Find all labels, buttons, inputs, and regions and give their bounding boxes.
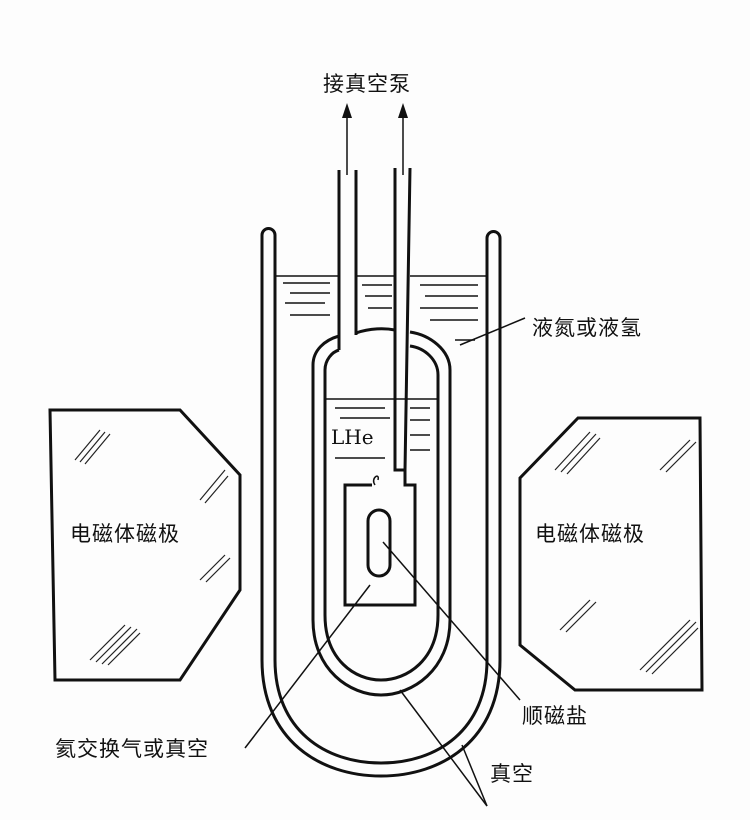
inner-vessel [311, 330, 452, 697]
salt-holder [343, 470, 417, 607]
lhe-dashes [335, 407, 430, 459]
paramagnetic-salt-label: 顺磁盐 [522, 704, 588, 728]
pump-label: 接真空泵 [323, 72, 411, 96]
magnet-right-label: 电磁体磁极 [535, 522, 645, 546]
paramagnetic-salt-pill [366, 508, 392, 578]
pump-tube-left [337, 170, 358, 350]
outer-dewar [260, 235, 502, 778]
magnet-pole-right [518, 416, 704, 692]
lhe-label: LHe [331, 425, 374, 449]
liquid-n2-dashes [283, 282, 478, 341]
liquid-n2-h2-label: 液氮或液氢 [532, 316, 642, 340]
exchange-gas-label: 氦交换气或真空 [55, 737, 209, 761]
magnet-hatching [74, 429, 699, 675]
vacuum-label: 真空 [490, 762, 534, 786]
magnet-left-label: 电磁体磁极 [70, 522, 180, 546]
magnet-pole-left [48, 408, 242, 682]
pump-tube-right [393, 167, 412, 472]
